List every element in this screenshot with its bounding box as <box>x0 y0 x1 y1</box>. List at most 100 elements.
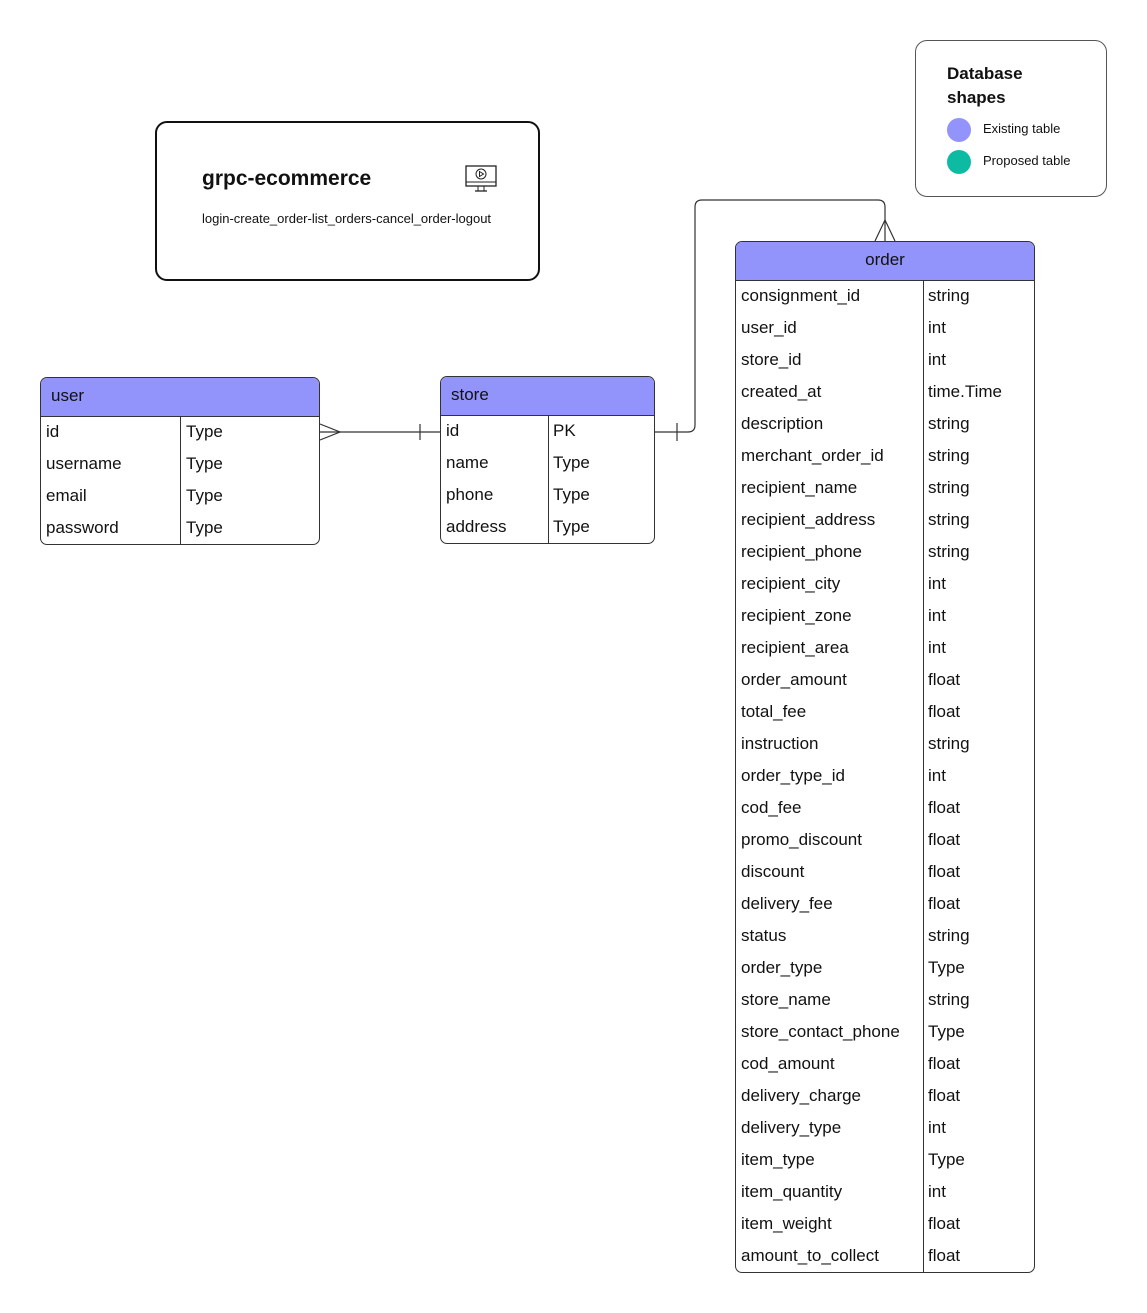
field-type: int <box>928 574 946 593</box>
field-name: item_weight <box>741 1214 832 1233</box>
legend: Database shapes Existing table Proposed … <box>915 40 1107 197</box>
field-name: phone <box>446 485 494 504</box>
table-header: user <box>41 378 319 417</box>
table-row[interactable]: instruction string <box>736 729 1034 761</box>
field-type: int <box>928 638 946 657</box>
table-row[interactable]: created_at time.Time <box>736 377 1034 409</box>
field-type: float <box>928 1054 961 1073</box>
field-name: promo_discount <box>741 830 862 849</box>
table-row[interactable]: amount_to_collect float <box>736 1241 1034 1272</box>
table-row[interactable]: merchant_order_id string <box>736 441 1034 473</box>
field-type: PK <box>553 421 576 440</box>
monitor-play-icon <box>465 165 497 192</box>
field-name: merchant_order_id <box>741 446 884 465</box>
column-divider <box>923 281 924 1272</box>
store-order-connector <box>655 199 886 433</box>
field-name: order_type <box>741 958 823 977</box>
field-type: float <box>928 894 961 913</box>
column-divider <box>180 417 181 544</box>
field-name: recipient_city <box>741 574 841 593</box>
existing-table-swatch <box>947 117 971 142</box>
field-type: string <box>928 414 970 433</box>
field-type: float <box>928 862 961 881</box>
table-header: store <box>441 377 654 416</box>
field-name: discount <box>741 862 805 881</box>
table-header: order <box>736 242 1034 281</box>
field-name: username <box>46 454 122 473</box>
field-type: Type <box>553 517 590 536</box>
table-row[interactable]: consignment_id string <box>736 281 1034 313</box>
field-type: string <box>928 990 970 1009</box>
field-type: string <box>928 446 970 465</box>
field-type: string <box>928 734 970 753</box>
field-type: Type <box>186 422 223 441</box>
diagram-title: grpc-ecommerce <box>202 167 372 190</box>
field-name: item_type <box>741 1150 815 1169</box>
field-name: recipient_address <box>741 510 876 529</box>
field-name: name <box>446 453 489 472</box>
field-type: float <box>928 702 961 721</box>
table-row[interactable]: recipient_city int <box>736 569 1034 601</box>
field-name: instruction <box>741 734 819 753</box>
field-name: cod_fee <box>741 798 802 817</box>
table-row[interactable]: recipient_address string <box>736 505 1034 537</box>
proposed-table-swatch <box>947 149 971 174</box>
field-name: status <box>741 926 787 945</box>
field-name: amount_to_collect <box>741 1246 879 1265</box>
field-name: recipient_zone <box>741 606 852 625</box>
field-type: time.Time <box>928 382 1002 401</box>
legend-item-existing: Existing table <box>947 117 1061 142</box>
field-type: float <box>928 830 961 849</box>
field-name: created_at <box>741 382 822 401</box>
field-type: int <box>928 1182 946 1201</box>
field-type: Type <box>186 486 223 505</box>
field-name: delivery_charge <box>741 1086 862 1105</box>
field-type: string <box>928 510 970 529</box>
legend-item-label: Existing table <box>983 121 1061 136</box>
table-row[interactable]: promo_discount float <box>736 825 1034 857</box>
field-type: Type <box>186 454 223 473</box>
table-row[interactable]: discount float <box>736 857 1034 889</box>
field-name: consignment_id <box>741 286 861 305</box>
field-type: string <box>928 286 970 305</box>
field-name: password <box>46 518 119 537</box>
table-row[interactable]: username Type <box>41 449 319 481</box>
field-type: int <box>928 766 946 785</box>
field-type: float <box>928 1246 961 1265</box>
field-type: int <box>928 318 946 337</box>
